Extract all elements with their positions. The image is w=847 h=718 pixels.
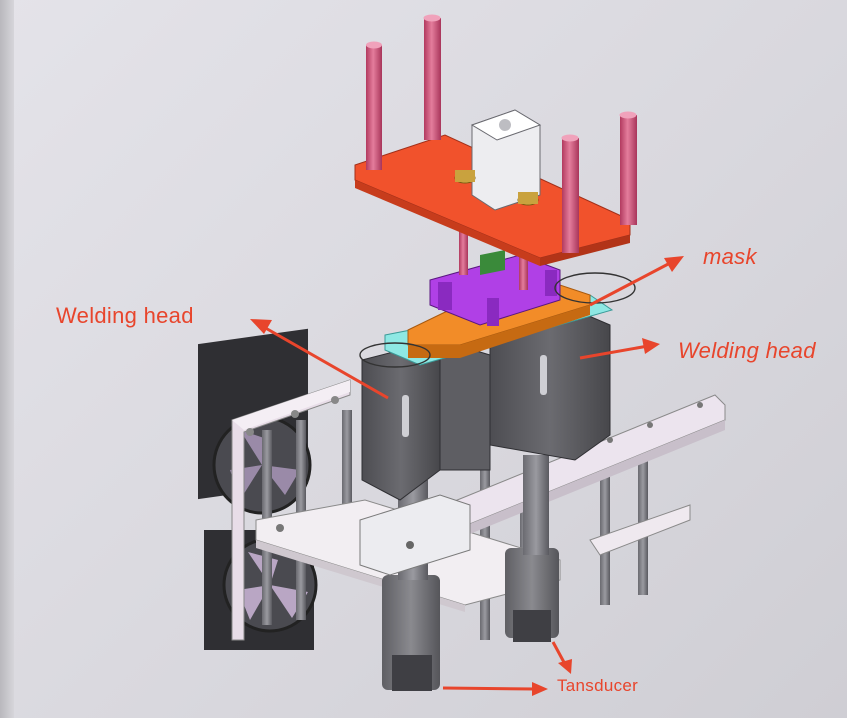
label-mask: mask bbox=[703, 244, 757, 269]
welding-head-left bbox=[361, 339, 491, 501]
arrow-welding-head-left bbox=[250, 319, 389, 400]
arrow-welding-head-right bbox=[579, 338, 660, 360]
label-transducer: Tansducer bbox=[557, 676, 639, 695]
right-frame-arm bbox=[444, 394, 726, 556]
horn-mount-block bbox=[359, 494, 471, 576]
transducer-right bbox=[505, 455, 559, 642]
pneumatic-cylinder bbox=[470, 109, 542, 211]
monitor-bezel bbox=[0, 0, 14, 718]
left-frame-plate bbox=[231, 379, 351, 641]
arrow-transducer-down bbox=[551, 641, 572, 674]
label-welding-head-right: Welding head bbox=[678, 338, 816, 363]
pink-posts bbox=[366, 14, 637, 253]
label-welding-head-left: Welding head bbox=[56, 303, 194, 328]
arrow-transducer-right bbox=[442, 682, 548, 696]
arrow-mask bbox=[589, 256, 684, 307]
brass-bushings bbox=[454, 170, 539, 206]
